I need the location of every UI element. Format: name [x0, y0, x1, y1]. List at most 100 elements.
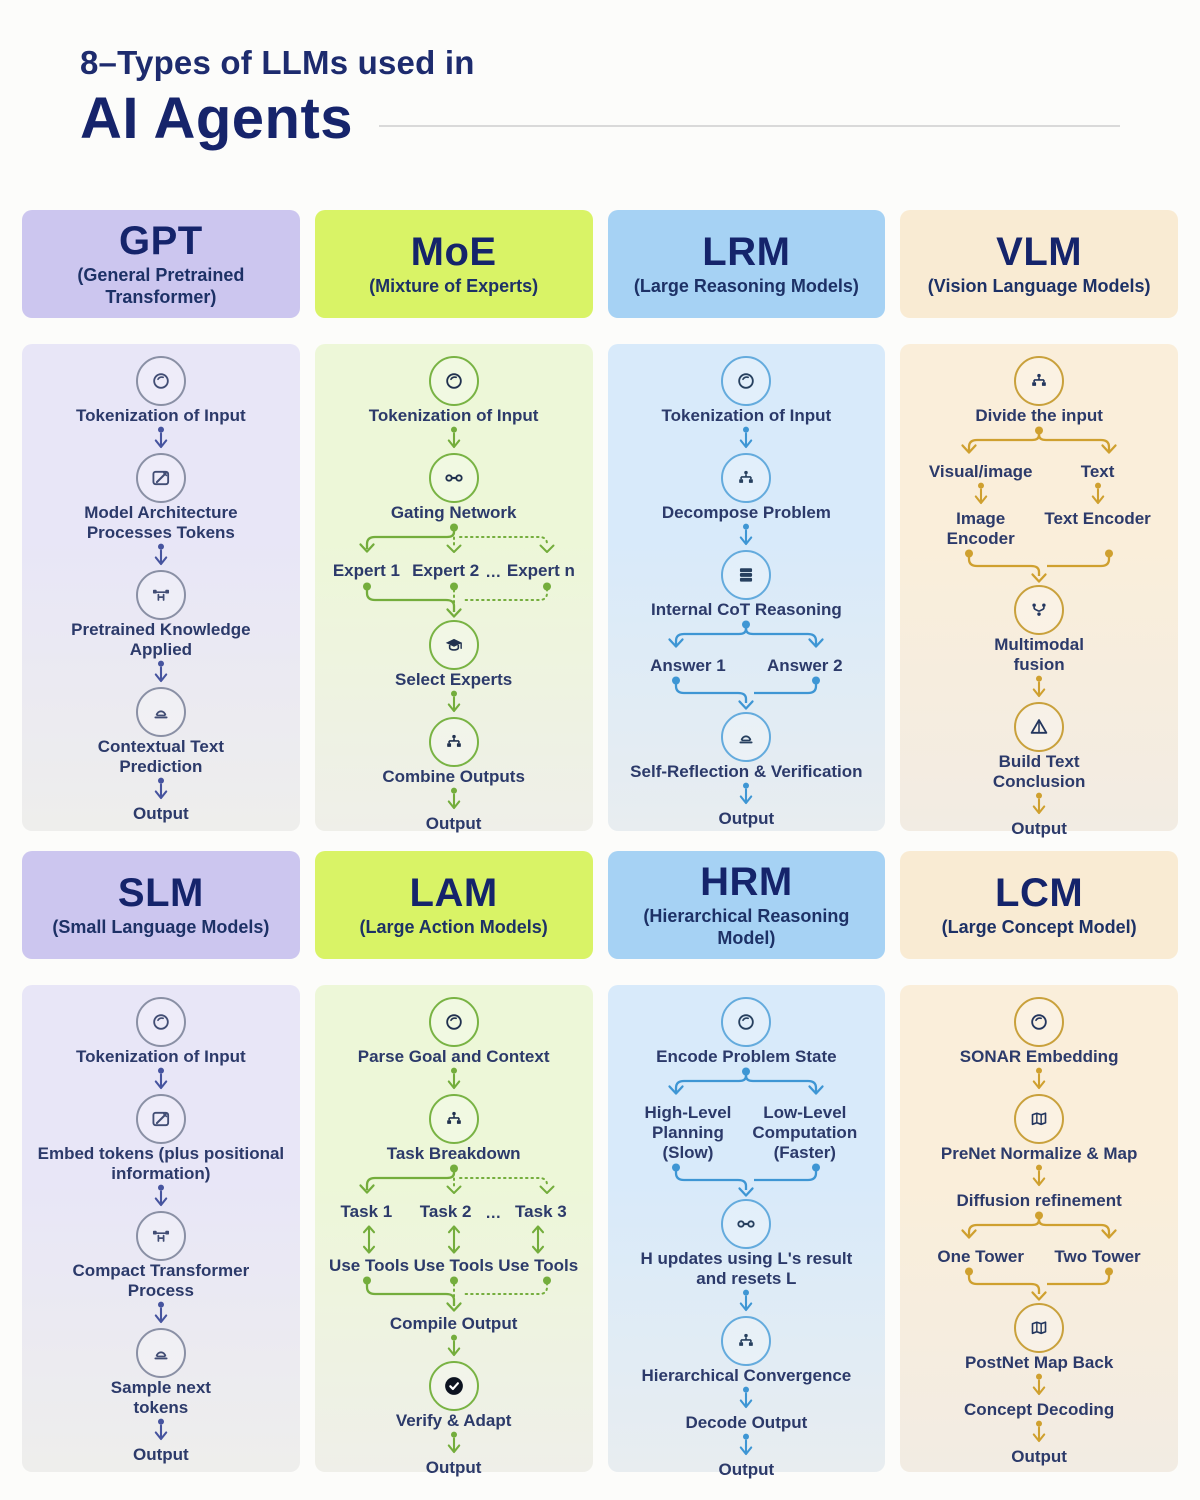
card-gpt-code: GPT [119, 219, 203, 264]
map-icon [1014, 1094, 1065, 1145]
down-arrow-icon [151, 1067, 171, 1094]
branch-row: One Tower Two Tower [912, 1247, 1166, 1267]
card-lcm-flow: SONAR Embedding PreNet Normalize & Map D… [900, 985, 1178, 1472]
branch-label: Task 2 [419, 1202, 472, 1222]
down-arrow-icon [736, 1289, 756, 1316]
branch-row: Visual/image Text [912, 462, 1166, 482]
card-lcm-header: LCM (Large Concept Model) [900, 851, 1178, 959]
card-lam-subtitle: (Large Action Models) [359, 916, 548, 937]
step-label: SONAR Embedding [959, 1047, 1119, 1066]
up-down-arrow-icon [359, 1223, 379, 1256]
down-arrow-icon [444, 1334, 464, 1361]
bell-icon [135, 687, 186, 738]
branch-label: Use Tools [413, 1256, 494, 1276]
up-down-arrow-icon [528, 1223, 548, 1256]
step-label: Compact Transformer Process [72, 1261, 250, 1301]
card-vlm-header: VLM (Vision Language Models) [900, 210, 1178, 318]
down-arrow-icon [1029, 1420, 1049, 1447]
up-down-arrow-icon [444, 1223, 464, 1256]
card-moe: MoE (Mixture of Experts) Tokenization of… [314, 210, 593, 834]
page-title-line2: AI Agents [80, 86, 354, 151]
weights-icon [135, 570, 186, 621]
card-slm-subtitle: (Small Language Models) [52, 916, 270, 937]
down-arrow-icon [151, 777, 171, 804]
token-icon [721, 356, 772, 406]
ellipsis-label: … [485, 1205, 502, 1223]
output-label: Output [1011, 819, 1067, 839]
branch-row: Answer 1 Answer 2 [620, 656, 874, 676]
step-label: Tokenization of Input [76, 1047, 246, 1066]
card-lam-flow: Parse Goal and Context Task Breakdown Ta… [314, 985, 593, 1477]
down-arrow-icon [1088, 482, 1108, 509]
step-label: Divide the input [975, 406, 1103, 425]
branch-arrows-row [912, 482, 1166, 509]
branch-label: Answer 2 [767, 656, 843, 676]
card-moe-flow: Tokenization of Input Gating Network Exp… [314, 344, 593, 834]
card-lam: LAM (Large Action Models) Parse Goal and… [314, 851, 593, 1477]
card-moe-subtitle: (Mixture of Experts) [369, 275, 539, 296]
down-arrow-icon [736, 1433, 756, 1460]
step-label: Parse Goal and Context [357, 1047, 550, 1066]
merge-connector [329, 582, 579, 620]
step-label: Gating Network [390, 503, 517, 523]
card-vlm-code: VLM [996, 229, 1083, 274]
branch-label: Use Tools [329, 1256, 410, 1276]
step-label: Embed tokens (plus positional informatio… [37, 1144, 285, 1184]
merge-connector [621, 1163, 871, 1199]
output-label: Output [425, 1458, 482, 1478]
card-gpt-flow: Tokenization of Input Model Architecture… [22, 344, 300, 831]
graduation-cap-icon [428, 620, 479, 671]
down-arrow-icon [444, 1431, 464, 1458]
down-arrow-icon [151, 1301, 171, 1328]
token-icon [428, 997, 479, 1047]
step-label: PreNet Normalize & Map [940, 1144, 1138, 1164]
edit-icon [135, 453, 186, 504]
edit-icon [135, 1094, 186, 1145]
down-arrow-icon [444, 690, 464, 717]
down-arrow-icon [1029, 1067, 1049, 1094]
card-hrm-flow: Encode Problem State High-Level Planning… [607, 985, 886, 1479]
check-icon [428, 1361, 479, 1412]
card-vlm-subtitle: (Vision Language Models) [927, 275, 1151, 296]
down-arrow-icon [444, 426, 464, 453]
down-arrow-icon [151, 1184, 171, 1211]
step-label: Decompose Problem [661, 503, 831, 523]
card-moe-code: MoE [410, 229, 497, 274]
card-hrm: HRM (Hierarchical Reasoning Model) Encod… [607, 851, 886, 1479]
down-arrow-icon [736, 426, 756, 453]
branch-label: Use Tools [498, 1256, 579, 1276]
card-lrm-flow: Tokenization of Input Decompose Problem … [607, 344, 886, 831]
card-slm-flow: Tokenization of Input Embed tokens (plus… [22, 985, 300, 1472]
down-arrow-icon [971, 482, 991, 509]
down-arrow-icon [1029, 675, 1049, 702]
card-lam-header: LAM (Large Action Models) [314, 851, 593, 959]
token-icon [135, 997, 186, 1047]
step-label: Encode Problem State [656, 1047, 837, 1066]
bell-icon [135, 1328, 186, 1379]
branch-label: Answer 1 [650, 656, 726, 676]
branch-connector [329, 1164, 579, 1202]
branch-label: Task 1 [340, 1202, 393, 1222]
down-arrow-icon [1029, 792, 1049, 819]
page-header: 8–Types of LLMs used in AI Agents [0, 0, 1200, 148]
token-icon [428, 356, 479, 406]
card-slm-header: SLM (Small Language Models) [22, 851, 300, 959]
card-lcm-code: LCM [995, 870, 1084, 915]
card-lam-code: LAM [409, 870, 498, 915]
step-label: Verify & Adapt [395, 1411, 512, 1431]
branch-label: Visual/image [928, 462, 1033, 482]
stack-icon [721, 550, 772, 601]
output-label: Output [425, 814, 482, 834]
link-icon [721, 1199, 772, 1250]
down-arrow-icon [736, 782, 756, 809]
merge-connector [621, 676, 871, 712]
step-label: Pretrained Knowledge Applied [71, 620, 251, 660]
branch-connector [621, 1067, 871, 1103]
output-label: Output [133, 804, 189, 824]
branch-label: Image Encoder [946, 509, 1015, 549]
card-gpt-header: GPT (General Pretrained Transformer) [22, 210, 300, 318]
hierarchy-icon [428, 1094, 479, 1145]
step-label: Diffusion refinement [956, 1191, 1122, 1211]
card-slm: SLM (Small Language Models) Tokenization… [22, 851, 300, 1472]
output-label: Output [718, 809, 775, 829]
